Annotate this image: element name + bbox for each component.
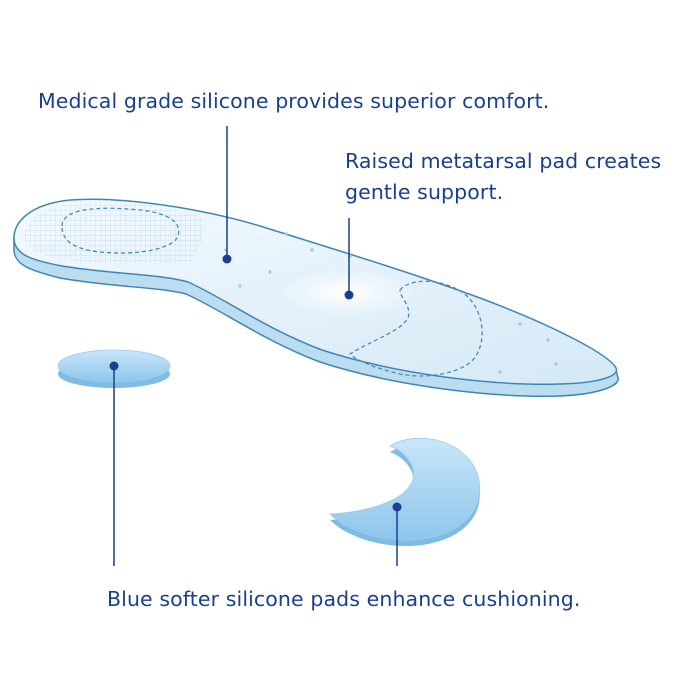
raised-metatarsal-area — [277, 268, 413, 316]
callout-silicone: Medical grade silicone provides superior… — [38, 89, 550, 113]
heel-mesh — [24, 200, 205, 264]
crescent-blue-pad — [329, 437, 481, 546]
leader-dot-metatarsal — [344, 290, 354, 300]
callout-metatarsal-line2: gentle support. — [345, 180, 504, 204]
leader-dot-crescent-pad — [392, 502, 402, 512]
leader-lines — [113, 126, 398, 566]
leader-dot-silicone — [222, 254, 232, 264]
forefoot-dashed-outline — [348, 280, 483, 377]
callout-metatarsal-line1: Raised metatarsal pad creates — [345, 149, 662, 173]
leader-dot-round-pad — [109, 361, 119, 371]
callout-pads: Blue softer silicone pads enhance cushio… — [107, 587, 581, 611]
leader-dots — [109, 254, 402, 512]
callout-metatarsal: Raised metatarsal pad creates gentle sup… — [345, 146, 661, 208]
heel-dashed-outline — [61, 207, 180, 254]
